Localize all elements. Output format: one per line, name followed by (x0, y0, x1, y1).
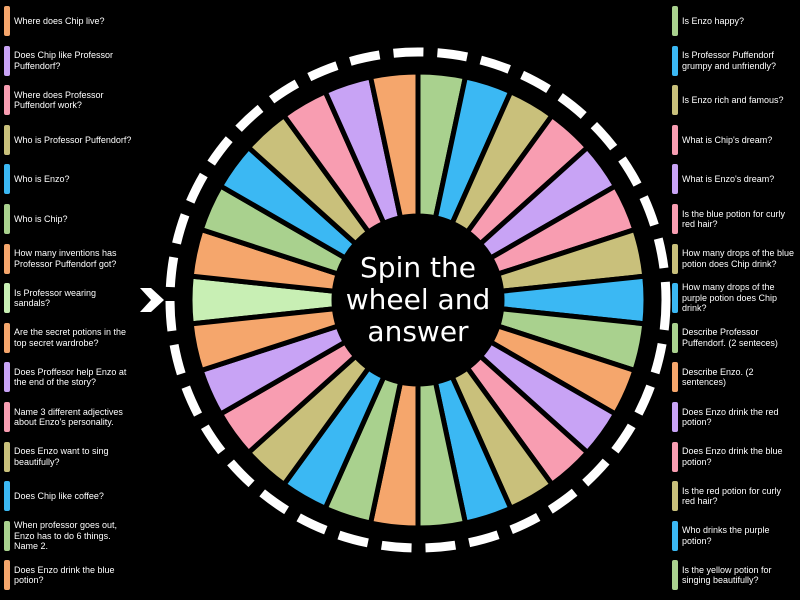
segment-color-swatch (4, 85, 10, 116)
segment-question: Is the blue potion for curly red hair? (682, 208, 786, 230)
segment-question-item: Does Enzo drink the blue potion? (4, 556, 134, 594)
segment-question-item: Who drinks the purple potion? (672, 517, 796, 555)
segment-color-swatch (672, 6, 678, 36)
segment-color-swatch (4, 283, 10, 314)
segment-color-swatch (672, 481, 678, 512)
segment-question: Who is Professor Puffendorf? (14, 134, 132, 145)
segment-question: Who is Enzo? (14, 174, 70, 185)
spin-the-wheel-label[interactable]: Spin the wheel and answer (345, 250, 491, 349)
segment-color-swatch (672, 164, 678, 195)
segment-question: Is Enzo happy? (682, 15, 745, 26)
segment-question-item: Describe Professor Puffendorf. (2 sentec… (672, 319, 796, 357)
segment-question-item: Does Chip like Professor Puffendorf? (4, 42, 134, 80)
segment-color-swatch (672, 204, 678, 234)
segment-question: What is Enzo's dream? (682, 174, 775, 185)
segment-question: What is Chip's dream? (682, 134, 773, 145)
segment-color-swatch (4, 481, 10, 512)
segment-color-swatch (4, 6, 10, 36)
segment-question: Is Professor Puffendorf grumpy and unfri… (682, 50, 777, 71)
segment-question-item: Does Enzo drink the blue potion? (672, 438, 796, 476)
segment-color-swatch (672, 243, 678, 274)
segment-question-item: Describe Enzo. (2 sentences) (672, 358, 796, 396)
segment-question-item: Where does Chip live? (4, 2, 134, 40)
segment-color-swatch (4, 164, 10, 195)
segment-question-item: How many inventions has Professor Puffen… (4, 240, 134, 278)
segment-question-item: Does Proffesor help Enzo at the end of t… (4, 358, 134, 396)
segment-color-swatch (4, 402, 10, 432)
segment-question-item: Is the red potion for curly red hair? (672, 477, 796, 515)
segment-color-swatch (4, 243, 10, 274)
segment-question-item: Is the yellow potion for singing beautif… (672, 556, 796, 594)
segment-color-swatch (672, 560, 678, 591)
segment-question-item: When professor goes out, Enzo has to do … (4, 517, 134, 555)
segment-color-swatch (4, 362, 10, 393)
segment-question: Is the red potion for curly red hair? (682, 485, 782, 507)
segment-question: Does Chip like Professor Puffendorf? (14, 50, 114, 71)
segment-question-item: How many drops of the blue potion does C… (672, 240, 796, 278)
segment-color-swatch (4, 560, 10, 591)
segment-question: Does Enzo drink the blue potion? (682, 446, 783, 467)
segment-question: Does Enzo drink the red potion? (682, 406, 779, 428)
segment-color-swatch (672, 520, 678, 551)
segment-question: Does Proffesor help Enzo at the end of t… (14, 366, 127, 388)
segment-question-item: What is Enzo's dream? (672, 160, 796, 198)
segment-color-swatch (4, 322, 10, 353)
segment-color-swatch (672, 362, 678, 393)
segment-question-item: Where does Professor Puffendorf work? (4, 81, 134, 119)
segment-question: Is Professor wearing sandals? (14, 287, 97, 309)
segment-color-swatch (4, 441, 10, 472)
segment-question-item: Is Enzo rich and famous? (672, 81, 796, 119)
segment-color-swatch (672, 322, 678, 353)
segment-color-swatch (672, 124, 678, 155)
segment-color-swatch (4, 124, 10, 155)
segment-question: How many drops of the blue potion does C… (682, 248, 795, 269)
segment-color-swatch (672, 283, 678, 314)
segment-color-swatch (672, 45, 678, 76)
segment-question: How many drops of the purple potion does… (682, 282, 778, 314)
pointer-arrow-icon (140, 288, 164, 312)
segment-color-swatch (672, 402, 678, 432)
segment-color-swatch (4, 520, 10, 551)
segment-question-item: Does Enzo drink the red potion? (672, 398, 796, 436)
segment-question: Does Enzo drink the blue potion? (14, 564, 115, 586)
segment-question: How many inventions has Professor Puffen… (14, 248, 117, 269)
segment-question-item: Is Professor wearing sandals? (4, 279, 134, 317)
segment-question: Is Enzo rich and famous? (682, 94, 784, 105)
segment-color-swatch (4, 45, 10, 76)
segment-question-item: What is Chip's dream? (672, 121, 796, 159)
segment-question: Who drinks the purple potion? (682, 525, 770, 546)
segment-question: Are the secret potions in the top secret… (14, 327, 127, 348)
segment-color-swatch (4, 204, 10, 234)
segment-question-item: Are the secret potions in the top secret… (4, 319, 134, 357)
segment-color-swatch (672, 441, 678, 472)
segment-question: Where does Chip live? (14, 15, 105, 26)
segment-question: Describe Professor Puffendorf. (2 sentec… (682, 327, 778, 348)
segment-color-swatch (672, 85, 678, 116)
segment-question-item: Who is Professor Puffendorf? (4, 121, 134, 159)
segment-question: Who is Chip? (14, 213, 68, 224)
segment-question: When professor goes out, Enzo has to do … (14, 520, 118, 552)
segment-question-item: Does Enzo want to sing beautifully? (4, 438, 134, 476)
segment-question: Does Enzo want to sing beautifully? (14, 446, 109, 467)
segment-question: Is the yellow potion for singing beautif… (682, 564, 772, 586)
segment-question-item: How many drops of the purple potion does… (672, 279, 796, 317)
segment-question-item: Is the blue potion for curly red hair? (672, 200, 796, 238)
segment-question-item: Who is Chip? (4, 200, 134, 238)
segment-question-item: Name 3 different adjectives about Enzo's… (4, 398, 134, 436)
segment-question-item: Does Chip like coffee? (4, 477, 134, 515)
segment-question-item: Who is Enzo? (4, 160, 134, 198)
dashed-ring (165, 47, 671, 553)
segment-question: Where does Professor Puffendorf work? (14, 89, 104, 111)
segment-question: Does Chip like coffee? (14, 490, 104, 501)
segment-question: Describe Enzo. (2 sentences) (682, 366, 754, 388)
segment-question-item: Is Professor Puffendorf grumpy and unfri… (672, 42, 796, 80)
wheel-hub[interactable] (334, 216, 502, 384)
segment-question-item: Is Enzo happy? (672, 2, 796, 40)
segment-question: Name 3 different adjectives about Enzo's… (14, 406, 123, 428)
